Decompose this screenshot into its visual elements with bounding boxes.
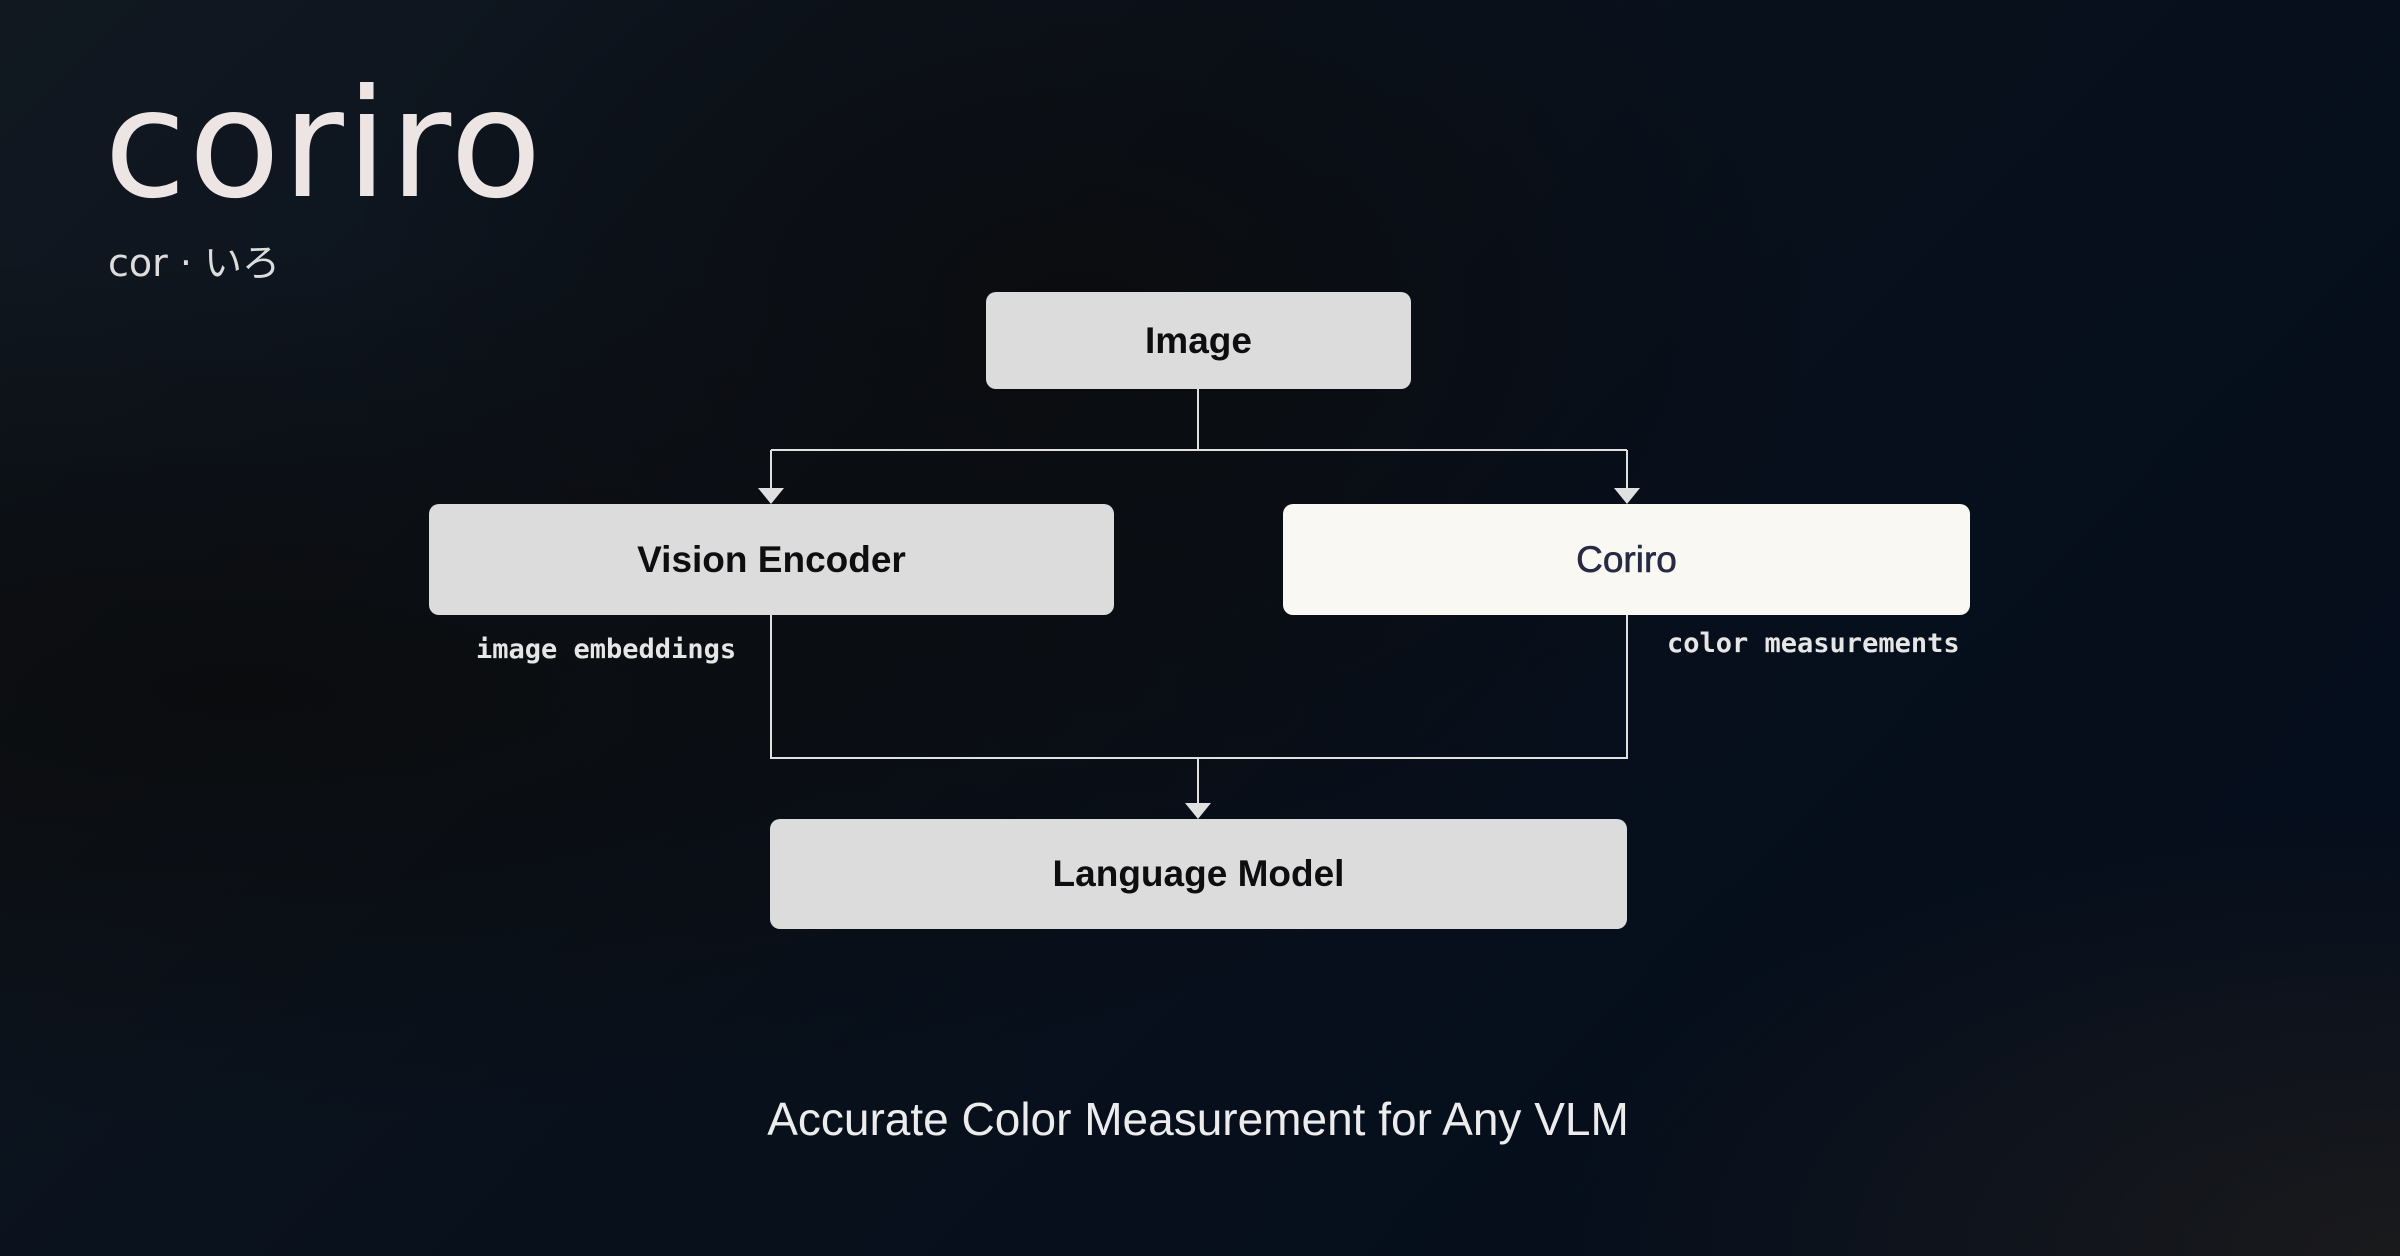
- label-color-measurements: color measurements: [1667, 628, 1960, 659]
- logo-pronunciation: cor · いろ: [108, 241, 281, 285]
- node-vision-encoder: Vision Encoder: [429, 504, 1114, 615]
- coriro-logo: coriro: [104, 58, 544, 232]
- arrow-to-vision-encoder: [758, 488, 784, 504]
- arrow-to-language-model: [1185, 803, 1211, 819]
- edge-merge: [770, 615, 1628, 805]
- arrow-to-coriro: [1614, 488, 1640, 504]
- node-language-model: Language Model: [770, 819, 1627, 929]
- edge-image-split: [770, 389, 1628, 490]
- node-coriro: Coriro: [1283, 504, 1970, 615]
- tagline: Accurate Color Measurement for Any VLM: [767, 1093, 1629, 1145]
- node-image: Image: [986, 292, 1411, 389]
- label-image-embeddings: image embeddings: [476, 634, 737, 665]
